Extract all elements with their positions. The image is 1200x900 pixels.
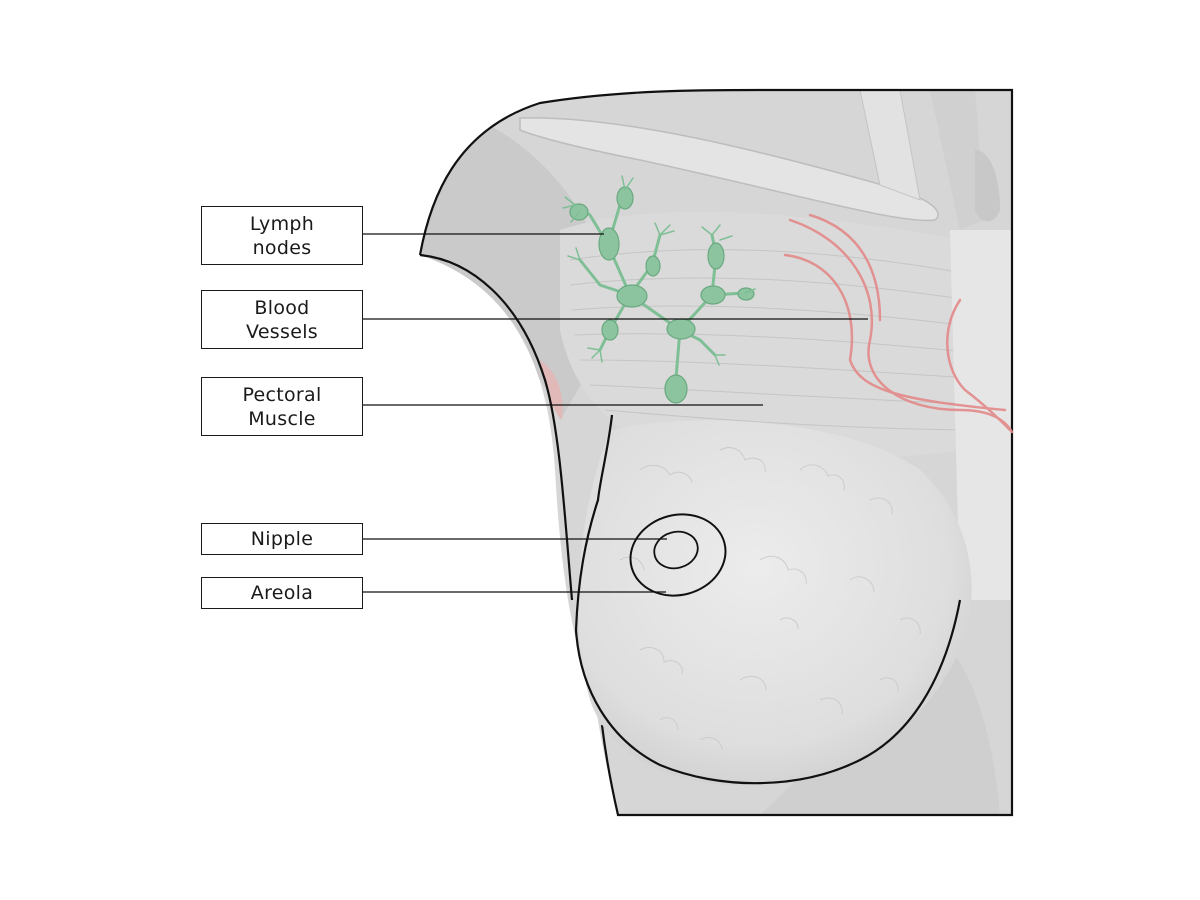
body-outline [418,88,1014,817]
label-nipple: Nipple [201,523,363,555]
label-lymph-nodes-text: Lymph nodes [249,212,315,259]
label-areola-text: Areola [250,582,314,604]
lymph-vessel-tips [562,175,756,366]
nipple-ring [653,530,699,570]
label-blood-vessels-text: Blood Vessels [246,296,318,343]
breast-lower-outline [574,599,962,785]
label-nipple-text: Nipple [250,528,314,550]
areola-ring [629,513,727,597]
label-blood-vessels: Blood Vessels [201,290,363,349]
breast-upper-outline [574,414,614,631]
label-pectoral-muscle-text: Pectoral Muscle [242,383,322,430]
label-areola: Areola [201,577,363,609]
label-lymph-nodes: Lymph nodes [201,206,363,265]
breast-tissue [578,420,972,786]
breast-texture [619,447,921,751]
axilla-outline [419,253,574,601]
blood-vessels [783,213,1014,434]
leader-lines [363,233,868,593]
lymph-nodes-cluster [569,186,755,404]
label-pectoral-muscle: Pectoral Muscle [201,377,363,436]
